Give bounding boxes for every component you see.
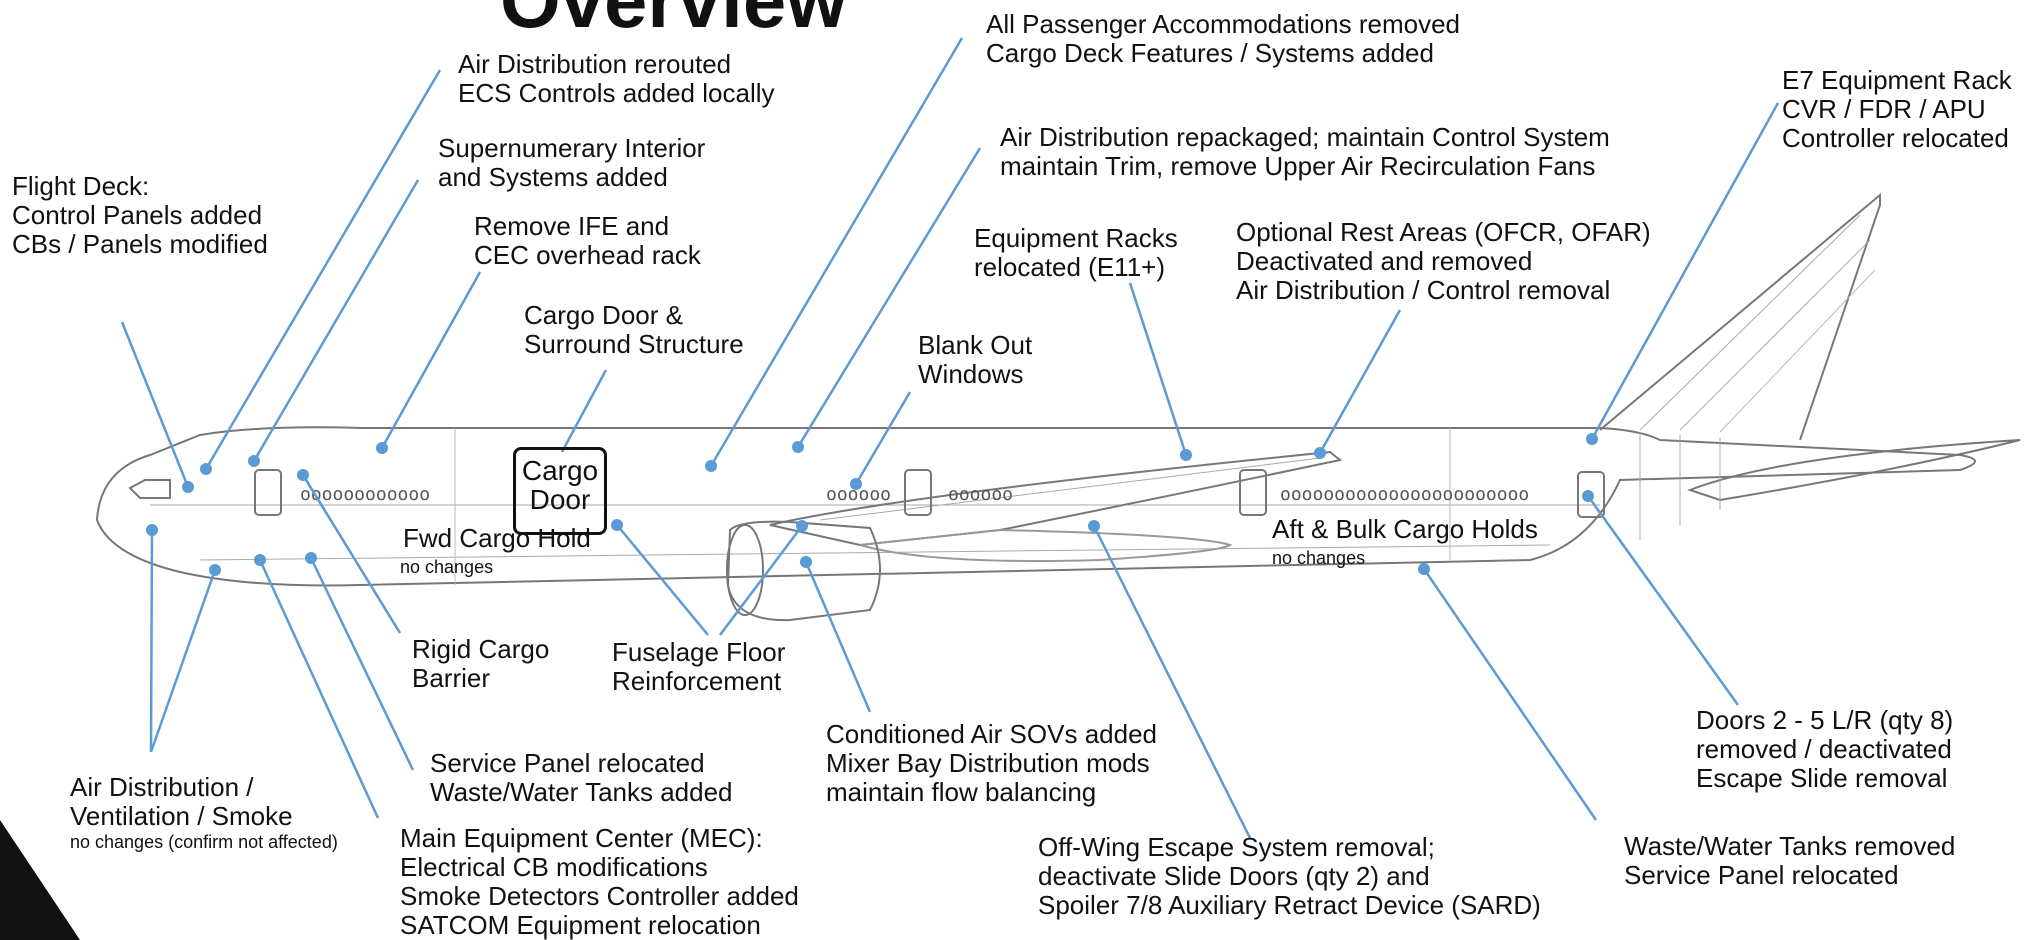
dot-remove-ife [376,442,388,454]
label-doors: Doors 2 - 5 L/R (qty 8) removed / deacti… [1696,705,1954,793]
label-service-panel-relocated: Service Panel relocated Waste/Water Tank… [430,748,733,807]
dot-e7 [1586,433,1598,445]
label-cargo-door-surround: Cargo Door & Surround Structure [524,300,744,359]
label-passenger-removed: All Passenger Accommodations removed Car… [986,9,1461,68]
label-air-distribution-rerouted: Air Distribution rerouted ECS Controls a… [458,49,775,108]
label-off-wing-escape: Off-Wing Escape System removal; deactiva… [1038,832,1541,920]
leader-supernumerary [252,179,420,462]
leader-equipment-racks [1128,282,1188,456]
label-waste-water-removed: Waste/Water Tanks removed Service Panel … [1624,831,1956,890]
dot-floor-a [611,519,623,531]
page-title: Overview [500,0,847,44]
label-supernumerary: Supernumerary Interior and Systems added [438,133,706,192]
leader-air-dist-rerouted [204,69,442,470]
dot-conditioned-air [800,556,812,568]
dot-equipment-racks [1180,449,1192,461]
leader-service-panel [309,557,415,771]
window-row-mid2: oooooo [948,484,1013,505]
window-row-fwd: oooooooooooo [300,484,430,505]
leader-conditioned-air [804,561,872,713]
cargo-door-callout: Cargo Door [513,447,607,535]
dot-blank-windows [850,478,862,490]
leader-remove-ife [380,271,482,449]
dot-off-wing [1088,520,1100,532]
dot-service-panel [305,552,317,564]
label-aft-no-changes: no changes [1272,548,1366,568]
leader-air-dist-vent-b [149,569,217,753]
label-main-equipment-center: Main Equipment Center (MEC): Electrical … [400,823,799,940]
dot-waste-water [1418,563,1430,575]
leader-floor-a [616,524,709,636]
label-aft-bulk-cargo: Aft & Bulk Cargo Holds [1272,514,1538,544]
leader-off-wing [1092,525,1252,839]
leader-rigid-barrier [301,474,402,634]
leader-air-dist-vent-a [149,529,154,753]
leader-doors [1586,495,1740,706]
dot-air-dist-vent-a [146,524,158,536]
label-fwd-cargo-hold: Fwd Cargo Hold [403,523,591,553]
label-flight-deck: Flight Deck: Control Panels added CBs / … [12,171,268,259]
label-remove-ife: Remove IFE and CEC overhead rack [474,211,701,270]
label-rest-areas: Optional Rest Areas (OFCR, OFAR) Deactiv… [1236,217,1651,305]
dot-air-dist-repackaged [792,441,804,453]
dot-doors [1582,490,1594,502]
leader-e7 [1590,102,1780,440]
dot-floor-b [796,520,808,532]
dot-rest-areas [1314,447,1326,459]
leader-passenger [709,37,964,467]
label-air-dist-vent-smoke: Air Distribution / Ventilation / Smoke n… [70,772,338,853]
window-row-aft: ooooooooooooooooooooooo [1280,484,1529,505]
leader-floor-b [719,525,803,636]
dot-passenger [705,460,717,472]
label-floor-reinforcement: Fuselage Floor Reinforcement [612,637,786,696]
label-fwd-no-changes: no changes [400,557,494,577]
leader-mec [258,559,380,819]
dot-supernumerary [248,455,260,467]
leader-flight-deck [120,321,190,488]
label-air-distribution-repackaged: Air Distribution repackaged; maintain Co… [1000,122,1610,181]
dot-mec [254,554,266,566]
window-row-mid: oooooo [826,484,891,505]
dot-air-dist-rerouted [200,463,212,475]
dot-flight-deck [182,481,194,493]
label-blank-out-windows: Blank Out Windows [918,330,1033,389]
leader-air-dist-repackaged [796,147,982,448]
label-equipment-racks: Equipment Racks relocated (E11+) [974,223,1178,282]
leader-blank-windows [854,391,912,485]
leader-rest-areas [1318,309,1402,454]
label-rigid-cargo-barrier: Rigid Cargo Barrier [412,634,550,693]
dot-rigid-barrier [297,469,309,481]
dot-air-dist-vent-b [209,564,221,576]
leader-cargo-door [560,369,608,453]
label-conditioned-air: Conditioned Air SOVs added Mixer Bay Dis… [826,719,1157,807]
leader-waste-water [1422,568,1598,821]
label-e7-equipment-rack: E7 Equipment Rack CVR / FDR / APU Contro… [1782,65,2012,153]
